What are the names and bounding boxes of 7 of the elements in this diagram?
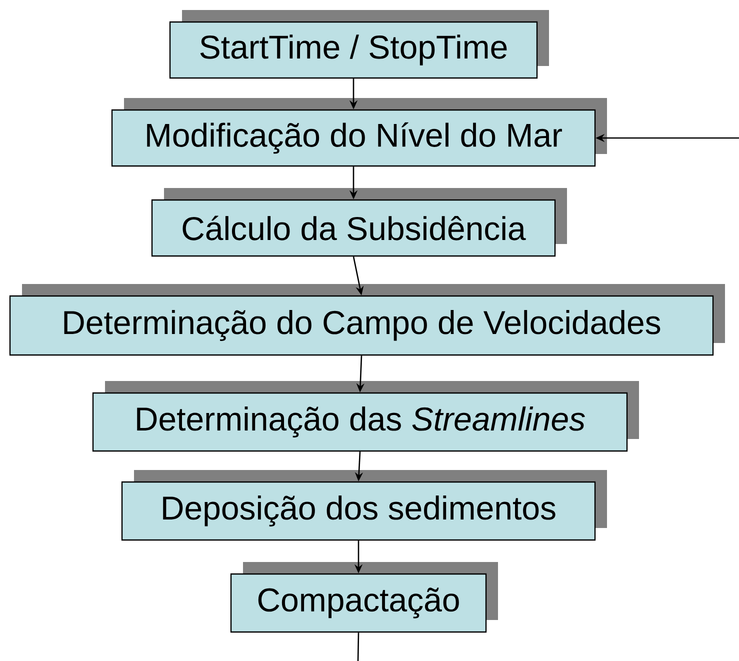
process-box: Determinação do Campo de Velocidades bbox=[9, 284, 725, 356]
process-box: Cálculo da Subsidência bbox=[151, 188, 567, 257]
process-box: Deposição dos sedimentos bbox=[121, 470, 607, 541]
process-box: Determinação das Streamlines bbox=[92, 381, 639, 452]
process-box: Modificação do Nível do Mar bbox=[111, 98, 607, 167]
process-box: StartTime / StopTime bbox=[169, 10, 549, 79]
process-box: Compactação bbox=[230, 562, 498, 633]
